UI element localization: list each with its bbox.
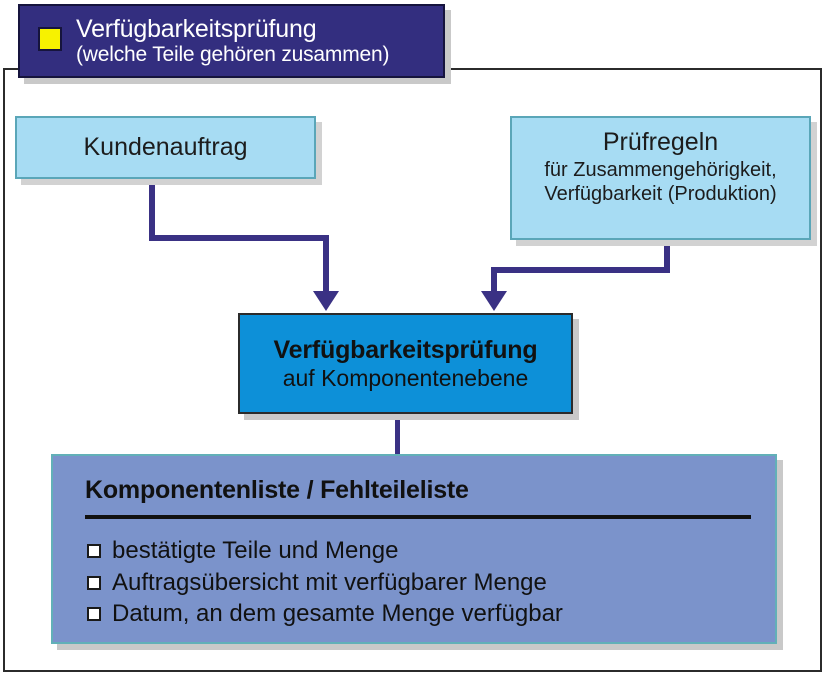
pruefregeln-sub-line-2: Verfügbarkeit (Produktion) — [544, 182, 777, 205]
pruefregeln-sub-line-1: für Zusammengehörigkeit, — [544, 159, 777, 181]
title-line-2: (welche Teile gehören zusammen) — [76, 43, 390, 67]
verfuegbarkeitspruefung-sub: auf Komponentenebene — [282, 364, 529, 391]
list-item: bestätigte Teile und Menge — [85, 535, 743, 567]
connector-pruefregeln-vertical-2 — [491, 267, 497, 293]
checkbox-square-icon — [87, 607, 101, 622]
list-item: Datum, an dem gesamte Menge verfügbar — [85, 598, 743, 630]
arrowhead-kundenauftrag — [313, 291, 339, 311]
yellow-square-bullet-icon — [38, 27, 62, 51]
connector-pruefregeln-horizontal — [491, 267, 670, 273]
list-item-label: Datum, an dem gesamte Menge verfügbar — [112, 600, 563, 628]
arrowhead-pruefregeln — [481, 291, 507, 311]
connector-kundenauftrag-horizontal — [149, 235, 329, 241]
checkbox-square-icon — [87, 544, 101, 558]
komponentenliste-list: bestätigte Teile und Menge Auftragsübers… — [85, 535, 743, 630]
connector-kundenauftrag-vertical-1 — [149, 185, 155, 241]
list-item-label: Auftragsübersicht mit verfügbarer Menge — [112, 568, 547, 596]
checkbox-square-icon — [87, 575, 101, 590]
node-kundenauftrag[interactable]: Kundenauftrag — [15, 116, 316, 179]
list-item: Auftragsübersicht mit verfügbarer Menge — [85, 567, 743, 599]
list-item-label: bestätigte Teile und Menge — [112, 537, 399, 564]
title-banner: Verfügbarkeitsprüfung (welche Teile gehö… — [18, 4, 445, 78]
node-verfuegbarkeitspruefung[interactable]: Verfügbarkeitsprüfung auf Komponentenebe… — [238, 313, 573, 414]
connector-verfuegbarkeit-komponentenliste — [395, 414, 400, 458]
connector-kundenauftrag-vertical-2 — [323, 235, 329, 293]
kundenauftrag-label: Kundenauftrag — [83, 133, 248, 161]
komponentenliste-title: Komponentenliste / Fehlteileliste — [85, 476, 469, 504]
pruefregeln-label: Prüfregeln — [602, 128, 719, 156]
komponentenliste-divider — [85, 515, 751, 519]
title-line-1: Verfügbarkeitsprüfung — [76, 15, 317, 44]
node-komponentenliste[interactable]: Komponentenliste / Fehlteileliste bestät… — [51, 454, 777, 644]
title-text: Verfügbarkeitsprüfung (welche Teile gehö… — [76, 15, 389, 67]
verfuegbarkeitspruefung-label: Verfügbarkeitsprüfung — [273, 335, 538, 364]
connector-pruefregeln-vertical-1 — [664, 240, 670, 273]
node-pruefregeln[interactable]: Prüfregeln für Zusammengehörigkeit, Verf… — [510, 116, 811, 240]
